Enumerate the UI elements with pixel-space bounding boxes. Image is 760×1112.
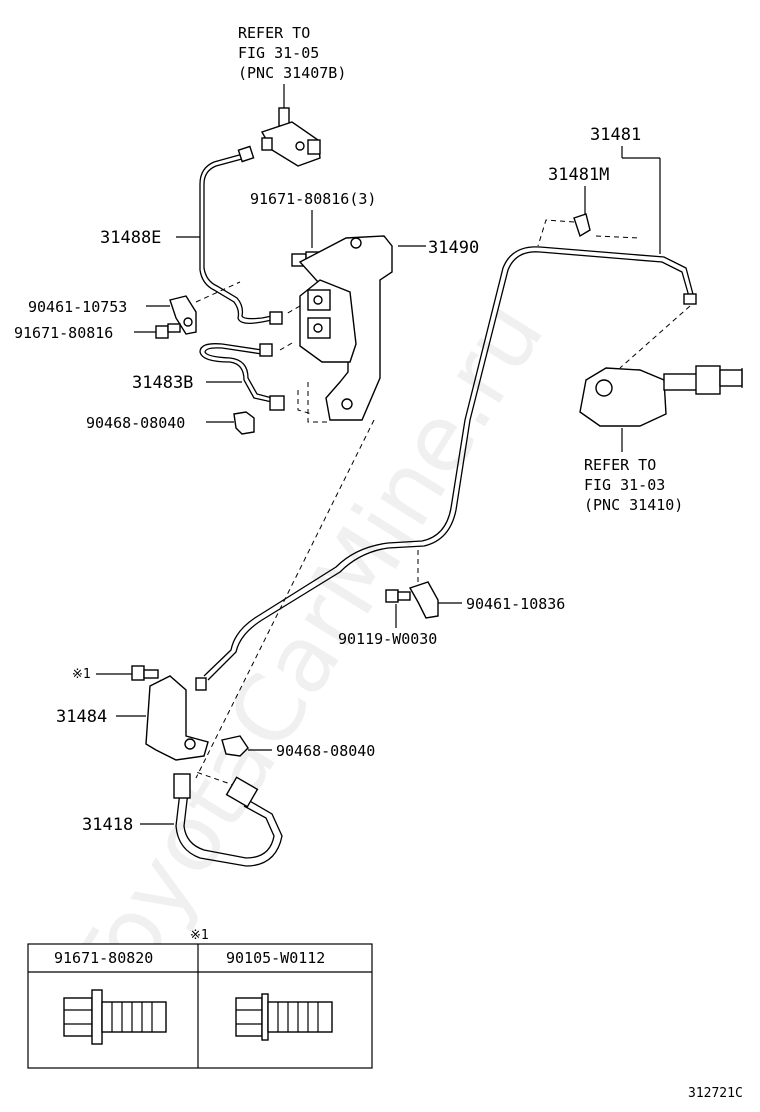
bolt-table: 91671-80820 90105-W0112 (27, 943, 373, 1069)
bolt-middle-icon (385, 589, 411, 603)
label-31490: 31490 (428, 238, 479, 258)
refer-top: REFER TO FIG 31-05 (PNC 31407B) (238, 24, 346, 82)
figure-code: 312721C (688, 1086, 743, 1101)
refer-top-line3: (PNC 31407B) (238, 64, 346, 82)
table-note-mark: ※1 (190, 928, 209, 943)
clip-icon (233, 411, 255, 435)
clamp-middle-icon (408, 581, 439, 619)
refer-right-line3: (PNC 31410) (584, 496, 683, 514)
refer-right: REFER TO FIG 31-03 (PNC 31410) (584, 456, 683, 514)
label-31418: 31418 (82, 815, 133, 835)
master-cylinder-body (299, 279, 357, 363)
clamp-icon (169, 295, 197, 335)
table-header-1: 91671-80820 (54, 949, 153, 967)
label-31483b: 31483B (132, 373, 193, 393)
refer-right-line2: FIG 31-03 (584, 476, 665, 494)
label-31481: 31481 (590, 125, 641, 145)
clutch-master-cylinder (579, 365, 743, 427)
label-31481m: 31481M (548, 165, 609, 185)
pipe-31483b (199, 343, 285, 411)
bolt-note1-icon (131, 665, 159, 681)
clip-bottom-icon (221, 735, 249, 757)
watermark: ToyotaCarMine.ru (47, 283, 564, 1022)
label-90119-w0030: 90119-W0030 (338, 630, 437, 648)
three-way-union (260, 107, 321, 167)
label-90461-10836: 90461-10836 (466, 595, 565, 613)
label-90468-08040-a: 90468-08040 (86, 414, 185, 432)
refer-top-line2: FIG 31-05 (238, 44, 319, 62)
label-91671-80816-3: 91671-80816(3) (250, 190, 376, 208)
grommet-icon (573, 213, 591, 238)
bracket-31484 (145, 675, 209, 761)
note1-mark: ※1 (72, 667, 91, 682)
refer-top-line1: REFER TO (238, 24, 310, 42)
hose-31418 (173, 773, 283, 867)
label-31488e: 31488E (100, 228, 161, 248)
table-header-2: 90105-W0112 (226, 949, 325, 967)
label-91671-80816: 91671-80816 (14, 324, 113, 342)
pipe-31488e (199, 145, 283, 325)
bolt-91671-80820-icon (63, 989, 167, 1045)
bolt-90105-w0112-icon (235, 993, 333, 1041)
bolt-small-icon (155, 323, 181, 339)
label-90461-10753: 90461-10753 (28, 298, 127, 316)
label-90468-08040-b: 90468-08040 (276, 742, 375, 760)
label-31484: 31484 (56, 707, 107, 727)
pipe-31481 (195, 246, 697, 691)
refer-right-line1: REFER TO (584, 456, 656, 474)
